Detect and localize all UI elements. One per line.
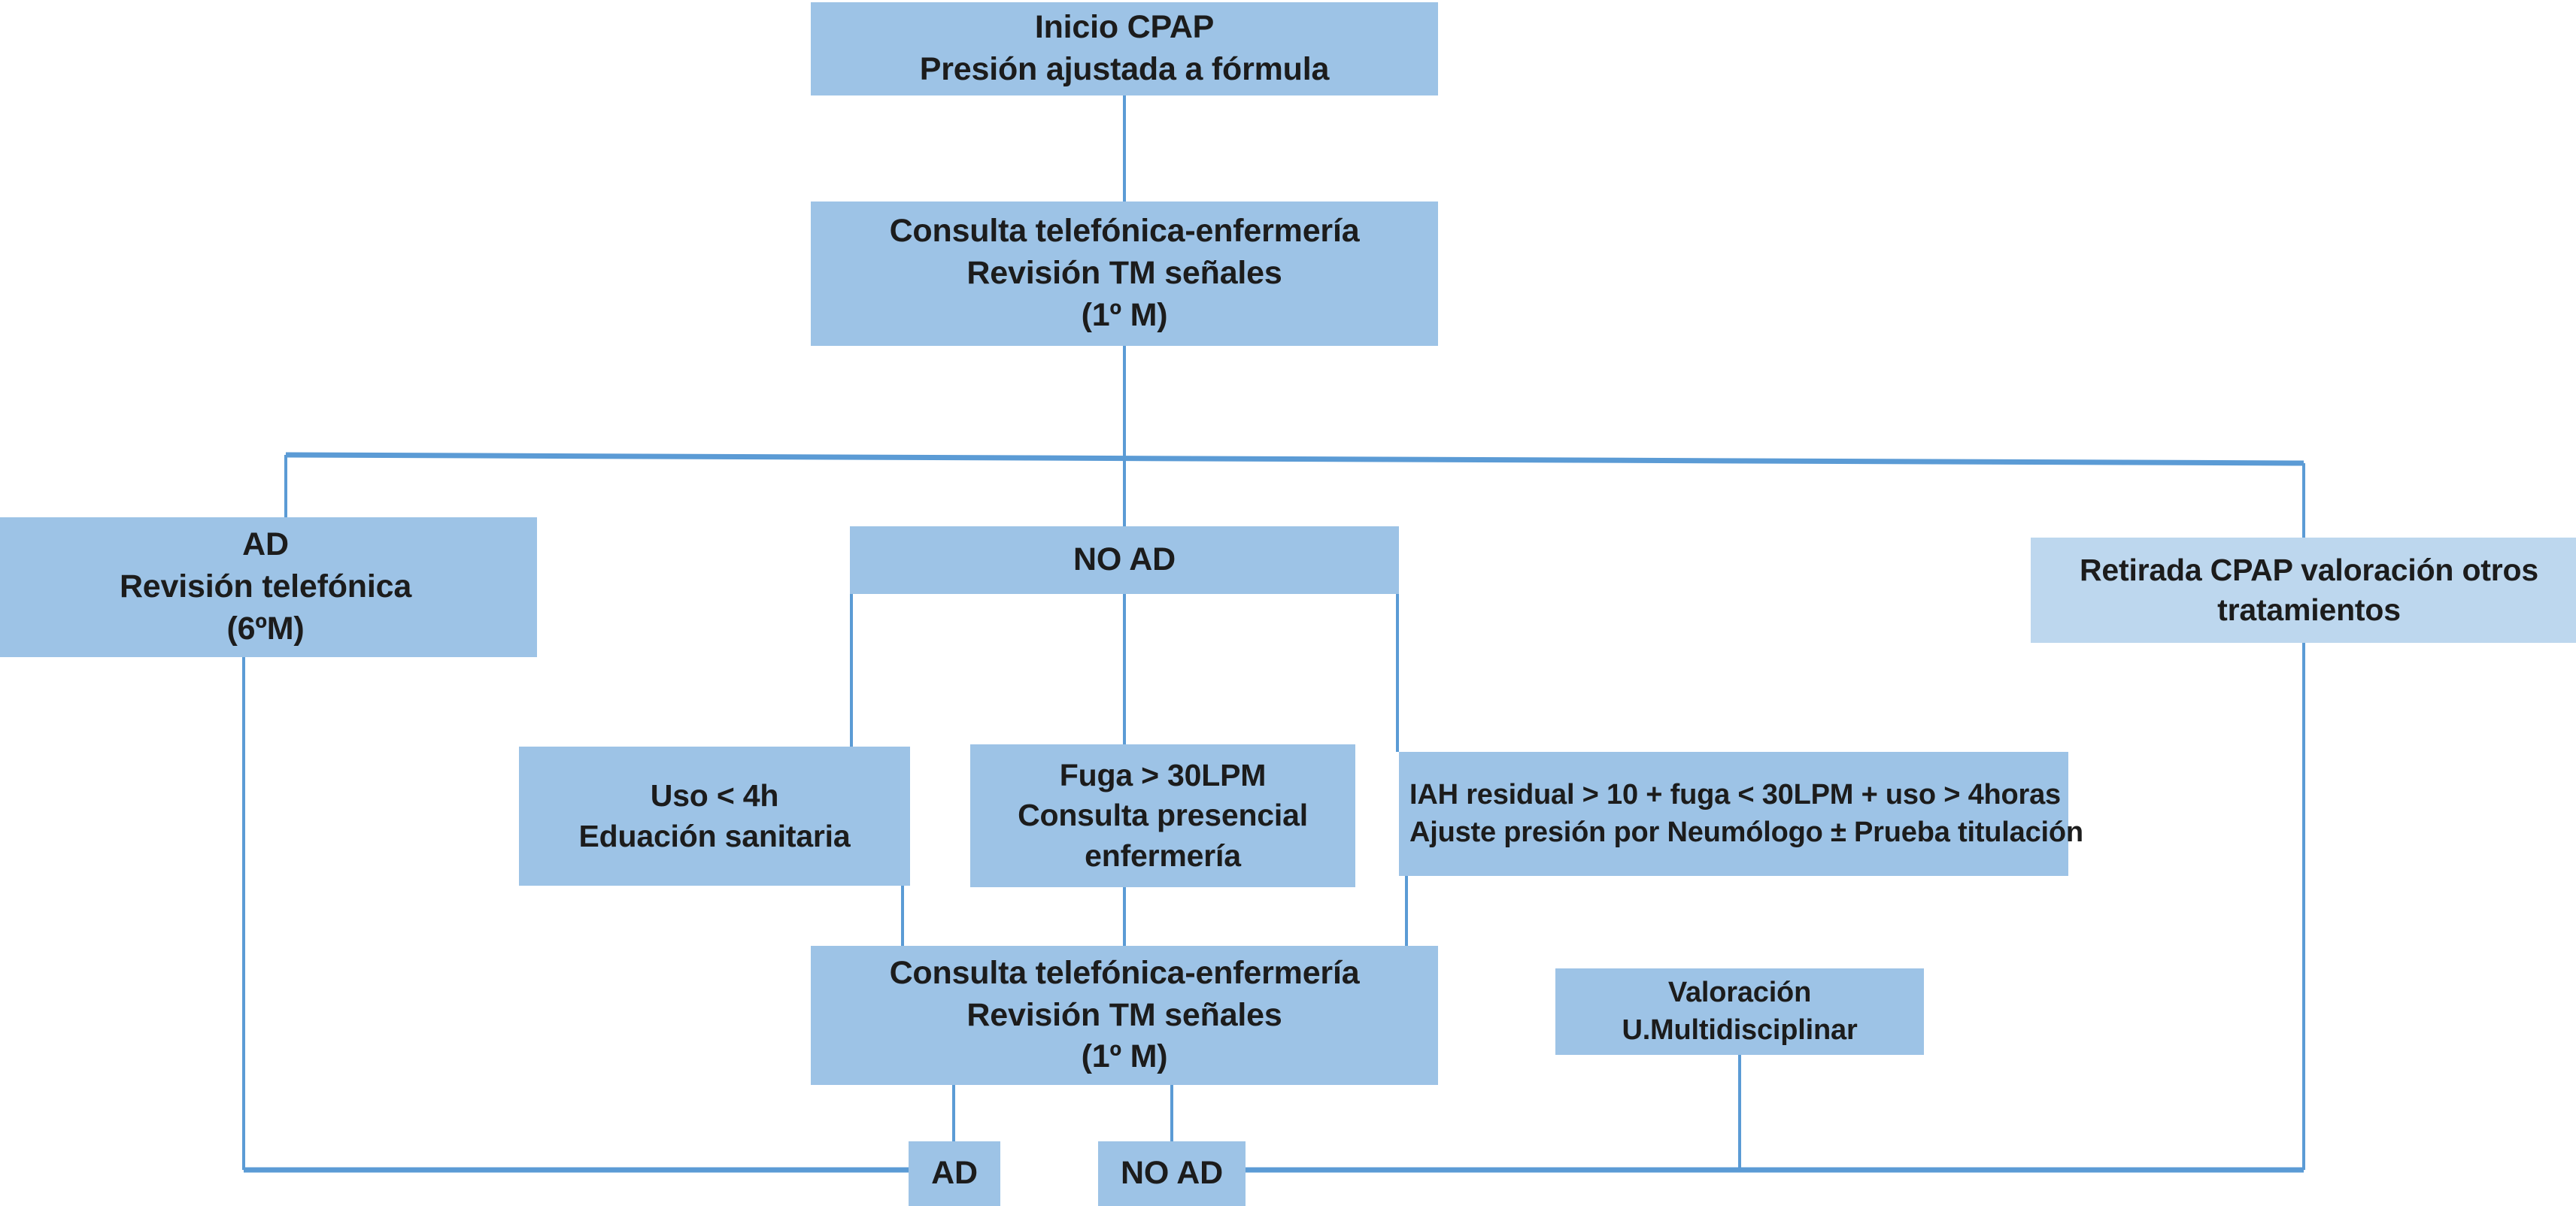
node-line: Uso < 4h <box>650 778 779 814</box>
node-line: Revisión TM señales <box>966 996 1282 1033</box>
node-line: (1º M) <box>1081 1038 1168 1075</box>
node-line: Eduación sanitaria <box>578 818 851 853</box>
node-line: IAH residual > 10 + fuga < 30LPM + uso >… <box>1409 779 2061 811</box>
node-consulta-telefonica-1[interactable]: Consulta telefónica-enfermería Revisión … <box>811 202 1438 346</box>
node-consulta-telefonica-2[interactable]: Consulta telefónica-enfermería Revisión … <box>811 946 1438 1085</box>
node-iah-residual[interactable]: IAH residual > 10 + fuga < 30LPM + uso >… <box>1399 752 2083 876</box>
node-line: (1º M) <box>1081 296 1168 333</box>
node-line: Consulta presencial <box>1018 798 1308 833</box>
node-line: Inicio CPAP <box>1034 9 1215 46</box>
node-valoracion-multidisciplinar[interactable]: Valoración U.Multidisciplinar <box>1555 968 1924 1055</box>
node-line: Revisión telefónica <box>119 568 412 605</box>
node-ad-bottom[interactable]: AD <box>909 1141 1000 1206</box>
node-line: (6ºM) <box>226 610 305 647</box>
node-line: Consulta telefónica-enfermería <box>889 954 1360 991</box>
node-line: AD <box>931 1155 978 1192</box>
node-ad-revision-telefonica[interactable]: AD Revisión telefónica (6ºM) <box>0 517 537 657</box>
node-line: Ajuste presión por Neumólogo ± Prueba ti… <box>1409 816 2083 848</box>
edge-branch-bus <box>285 452 2304 466</box>
node-line: NO AD <box>1121 1155 1223 1192</box>
node-no-ad-bottom[interactable]: NO AD <box>1098 1141 1246 1206</box>
node-line: Presión ajustada a fórmula <box>919 51 1330 87</box>
node-line: tratamientos <box>2217 592 2401 627</box>
node-line: Retirada CPAP valoración otros <box>2080 552 2538 587</box>
node-line: Revisión TM señales <box>966 255 1282 292</box>
node-line: Valoración <box>1667 977 1812 1009</box>
node-line: U.Multidisciplinar <box>1622 1014 1858 1046</box>
node-retirada-cpap[interactable]: Retirada CPAP valoración otros tratamien… <box>2031 538 2576 643</box>
node-fuga-30lpm[interactable]: Fuga > 30LPM Consulta presencial enferme… <box>970 744 1355 887</box>
node-uso-menor-4h[interactable]: Uso < 4h Eduación sanitaria <box>519 747 910 886</box>
node-line: enfermería <box>1085 838 1241 873</box>
node-line: Fuga > 30LPM <box>1059 758 1267 793</box>
node-line: AD <box>242 526 289 563</box>
node-inicio-cpap[interactable]: Inicio CPAP Presión ajustada a fórmula <box>811 2 1438 95</box>
node-line: NO AD <box>1073 541 1176 578</box>
node-line: Consulta telefónica-enfermería <box>889 213 1360 250</box>
node-no-ad[interactable]: NO AD <box>850 526 1399 594</box>
